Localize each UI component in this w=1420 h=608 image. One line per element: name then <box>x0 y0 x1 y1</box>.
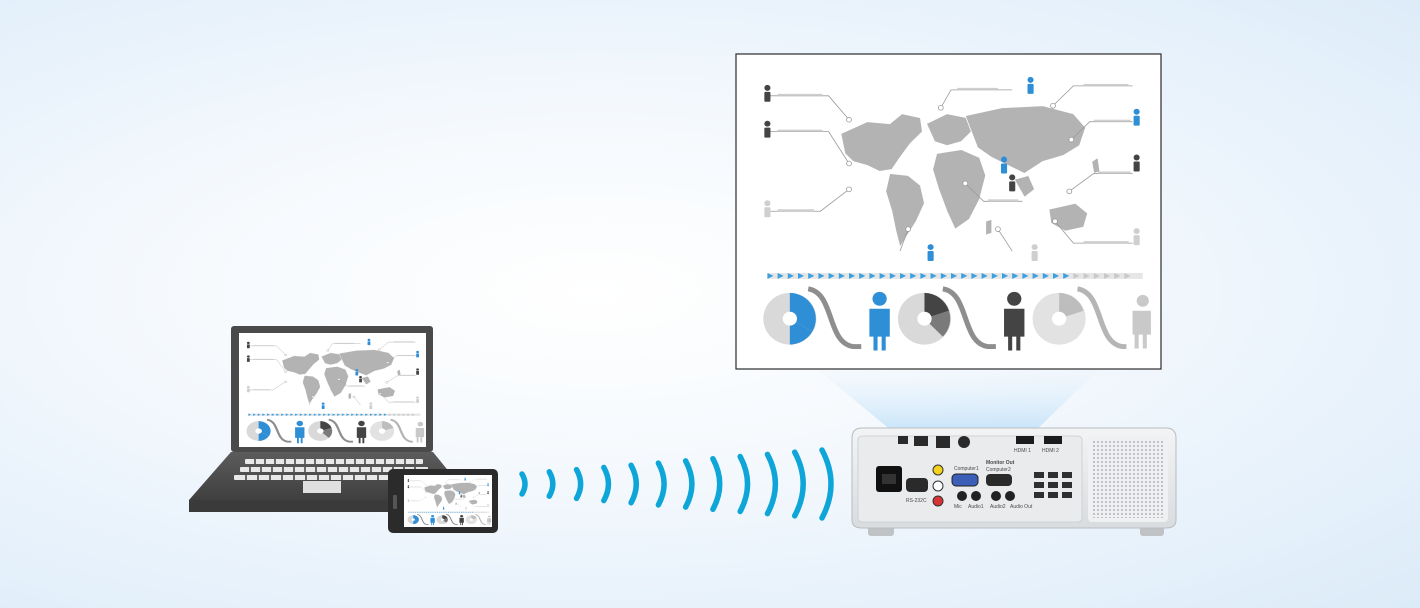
hdmi1-label: HDMI 1 <box>1014 448 1031 454</box>
wireless-wave-arc <box>737 453 751 515</box>
wireless-wave-arc <box>655 460 667 508</box>
wireless-wave-arc <box>791 449 806 519</box>
projection-beam <box>818 370 1098 436</box>
wireless-wave-arc <box>601 464 612 504</box>
computer2-label: Computer2 <box>986 467 1011 473</box>
wireless-wave-arc <box>710 455 723 513</box>
audio-out-label: Audio Out <box>1010 504 1033 510</box>
projector-icon: HDMI 1 HDMI 2 Computer1 Monitor Out Comp… <box>851 427 1177 536</box>
wireless-wave-arc <box>573 466 584 502</box>
wireless-signal-icon <box>519 447 834 521</box>
monitor-out-label: Monitor Out <box>986 460 1015 466</box>
tablet-icon <box>388 469 498 533</box>
computer1-label: Computer1 <box>954 466 979 472</box>
mic-label: Mic <box>954 504 962 510</box>
rs232c-label: RS-232C <box>906 498 927 504</box>
wireless-wave-arc <box>819 447 834 521</box>
hdmi2-label: HDMI 2 <box>1042 448 1059 454</box>
wireless-wave-arc <box>764 451 779 517</box>
wireless-wave-arc <box>519 471 528 497</box>
wireless-wave-arc <box>682 458 695 510</box>
audio2-label: Audio2 <box>990 504 1006 510</box>
wireless-wave-arc <box>546 469 556 499</box>
projected-screen <box>735 53 1162 370</box>
wireless-wave-arc <box>628 462 640 506</box>
audio1-label: Audio1 <box>968 504 984 510</box>
